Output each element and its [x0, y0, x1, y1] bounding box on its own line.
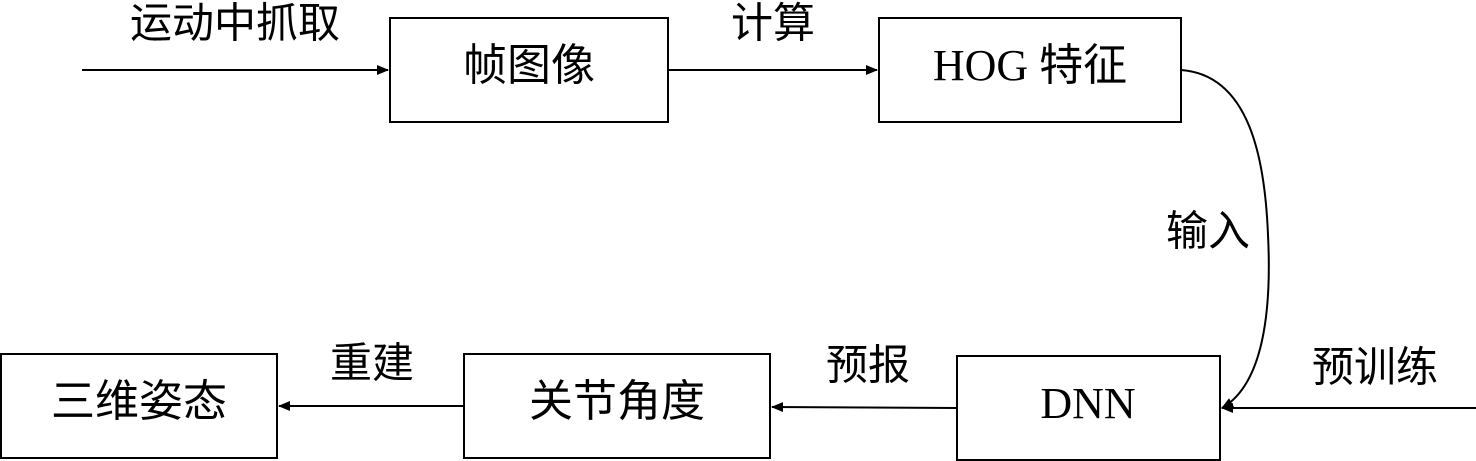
- edge-pretrain-label: 预训练: [1312, 345, 1438, 392]
- edge-compute-label: 计算: [731, 2, 815, 48]
- node-dnn-label: DNN: [1040, 379, 1135, 428]
- edge-capture-label: 运动中抓取: [130, 2, 340, 48]
- edge-input-label: 输入: [1166, 210, 1250, 256]
- edge-predict-arrow: [771, 402, 958, 413]
- edge-reconstruct-label: 重建: [330, 342, 414, 388]
- node-pose-3d-label: 三维姿态: [51, 377, 227, 426]
- node-hog-feature-label: HOG 特征: [933, 41, 1127, 90]
- node-joint-angle-label: 关节角度: [529, 377, 705, 426]
- node-frame-image-label: 帧图像: [463, 41, 595, 90]
- node-frame-image: 帧图像: [389, 17, 669, 123]
- node-hog-feature: HOG 特征: [878, 17, 1182, 123]
- edge-input-curve: [1180, 69, 1270, 409]
- node-joint-angle: 关节角度: [463, 353, 771, 459]
- node-pose-3d: 三维姿态: [0, 353, 278, 459]
- edge-predict-label: 预报: [826, 344, 910, 390]
- node-dnn: DNN: [956, 355, 1221, 461]
